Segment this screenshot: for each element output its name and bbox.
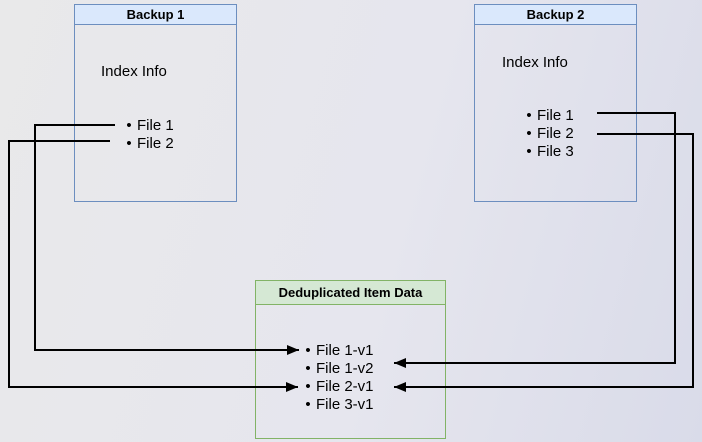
backup1-file2-label: File 2 xyxy=(137,135,174,152)
backup2-file3-label: File 3 xyxy=(537,143,574,160)
backup2-title: Backup 2 xyxy=(526,7,585,22)
backup1-index-info-label: Index Info xyxy=(101,63,167,80)
bullet-icon: • xyxy=(526,143,532,160)
list-item: • File 1-v1 xyxy=(300,342,374,360)
backup1-title-bar: Backup 1 xyxy=(75,5,236,25)
list-item: • File 2 xyxy=(121,135,174,153)
bullet-icon: • xyxy=(526,107,532,124)
bullet-icon: • xyxy=(305,342,311,359)
backup2-file1-label: File 1 xyxy=(537,107,574,124)
dedup-box: Deduplicated Item Data • File 1-v1 • Fil… xyxy=(255,280,446,439)
backup2-file-list: • File 1 • File 2 • File 3 xyxy=(521,107,574,161)
dedup-title-bar: Deduplicated Item Data xyxy=(256,281,445,305)
bullet-icon: • xyxy=(305,378,311,395)
bullet-icon: • xyxy=(305,396,311,413)
dedup-file3v1-label: File 3-v1 xyxy=(316,396,374,413)
dedup-file2v1-label: File 2-v1 xyxy=(316,378,374,395)
list-item: • File 3 xyxy=(521,143,574,161)
dedup-item-list: • File 1-v1 • File 1-v2 • File 2-v1 • Fi… xyxy=(300,342,374,414)
dedup-file1v2-label: File 1-v2 xyxy=(316,360,374,377)
backup1-file-list: • File 1 • File 2 xyxy=(121,117,174,153)
list-item: • File 1 xyxy=(121,117,174,135)
dedup-title: Deduplicated Item Data xyxy=(278,285,423,300)
list-item: • File 1-v2 xyxy=(300,360,374,378)
backup2-title-bar: Backup 2 xyxy=(475,5,636,25)
backup1-box: Backup 1 Index Info • File 1 • File 2 xyxy=(74,4,237,202)
backup1-title: Backup 1 xyxy=(126,7,185,22)
bullet-icon: • xyxy=(126,135,132,152)
backup2-box: Backup 2 Index Info • File 1 • File 2 • … xyxy=(474,4,637,202)
bullet-icon: • xyxy=(126,117,132,134)
bullet-icon: • xyxy=(305,360,311,377)
list-item: • File 2-v1 xyxy=(300,378,374,396)
backup2-index-info-label: Index Info xyxy=(502,54,568,71)
list-item: • File 2 xyxy=(521,125,574,143)
backup2-file2-label: File 2 xyxy=(537,125,574,142)
dedup-file1v1-label: File 1-v1 xyxy=(316,342,374,359)
backup1-file1-label: File 1 xyxy=(137,117,174,134)
list-item: • File 3-v1 xyxy=(300,396,374,414)
bullet-icon: • xyxy=(526,125,532,142)
list-item: • File 1 xyxy=(521,107,574,125)
